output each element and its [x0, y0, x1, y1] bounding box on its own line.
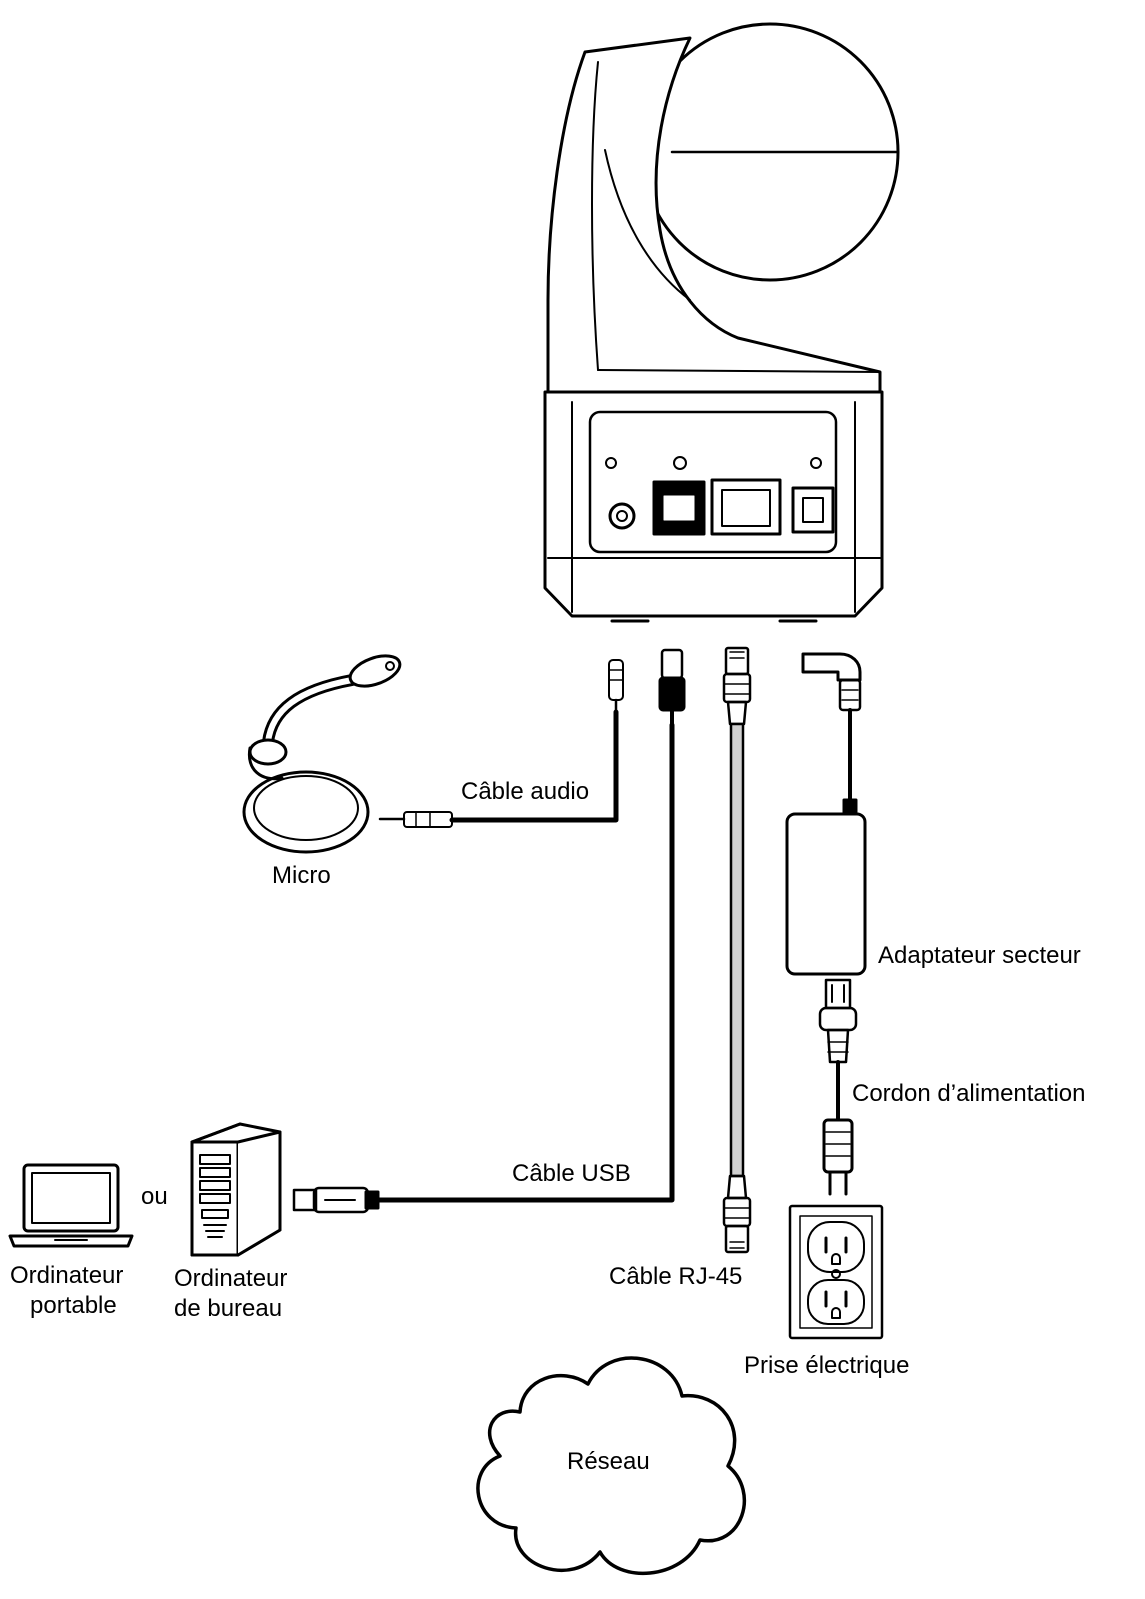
usb-cable-label: Câble USB — [512, 1160, 631, 1187]
laptop-label-line2: portable — [30, 1292, 117, 1319]
camera-arm-inner — [591, 61, 599, 371]
wall-outlet-icon — [788, 1204, 884, 1340]
microphone-icon — [242, 654, 402, 854]
audio-port — [608, 502, 636, 530]
microphone-base — [242, 770, 370, 854]
rj45-port — [710, 478, 782, 536]
power-cord-plug — [822, 1118, 854, 1174]
power-chain — [785, 652, 867, 1196]
rj45-cable-body — [729, 722, 745, 1178]
rj45-cable — [722, 646, 752, 1254]
camera-rear-panel — [588, 410, 838, 554]
audio-port-hole — [616, 510, 628, 522]
audio-cable — [378, 659, 624, 828]
network-cloud-icon — [476, 1356, 747, 1576]
audio-cable-label: Câble audio — [461, 778, 589, 805]
audio-cable-wire — [449, 709, 619, 823]
desktop-tower-icon — [190, 1122, 282, 1257]
rj45-port-socket — [721, 489, 771, 527]
or-label: ou — [141, 1183, 168, 1210]
usb-cable — [292, 648, 686, 1214]
outlet-label: Prise électrique — [744, 1352, 909, 1379]
microphone-capsule — [348, 654, 402, 688]
dc-power-port — [791, 486, 835, 534]
power-adapter-brick — [785, 812, 867, 976]
rj45-cable-label: Câble RJ-45 — [609, 1263, 742, 1290]
dc-plug — [801, 652, 862, 682]
power-adapter-label: Adaptateur secteur — [878, 942, 1081, 969]
desktop-label-line1: Ordinateur — [174, 1265, 287, 1292]
usb-cable-wire — [372, 722, 675, 1203]
rj45-plug-bottom — [724, 1224, 750, 1254]
panel-screw — [605, 457, 617, 469]
microphone-label: Micro — [272, 862, 331, 889]
camera-arm-base-line — [597, 369, 881, 373]
usb-plug-top — [660, 648, 684, 680]
panel-screw — [673, 456, 687, 470]
camera-arm — [546, 36, 882, 394]
usb-port-socket — [663, 495, 695, 521]
network-label: Réseau — [567, 1448, 650, 1475]
dc-power-port-inner — [802, 497, 824, 523]
desktop-label-line2: de bureau — [174, 1295, 282, 1322]
power-cord-label: Cordon d’alimentation — [852, 1080, 1085, 1107]
audio-plug-side — [403, 811, 453, 828]
laptop-label-line1: Ordinateur — [10, 1262, 123, 1289]
laptop-icon — [8, 1163, 134, 1248]
camera-arm-shadow — [604, 149, 691, 301]
panel-screw — [810, 457, 822, 469]
ptz-camera — [543, 22, 900, 623]
